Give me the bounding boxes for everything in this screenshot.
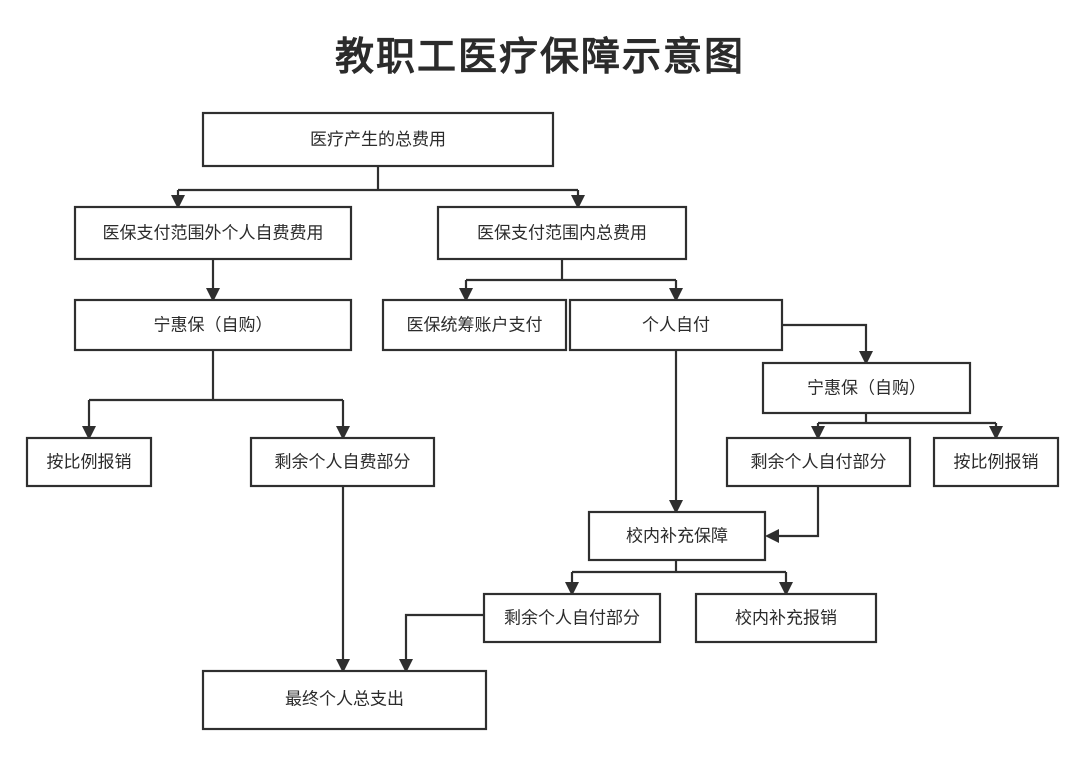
node-label-remaining-selfpay-1: 剩余个人自付部分 [751,452,887,471]
arrowhead-campus-supplement-side [765,529,779,543]
node-label-campus-reimburse: 校内补充报销 [735,608,837,627]
node-final-total[interactable]: 最终个人总支出 [201,669,488,731]
node-remaining-selfpay-2[interactable]: 剩余个人自付部分 [482,592,662,644]
page-title: 教职工医疗保障示意图 [334,36,745,79]
node-in-scope[interactable]: 医保支付范围内总费用 [436,205,688,261]
edge-remaining-selfpay2-to-final [404,613,484,664]
connectors-group [82,166,1003,673]
arrowhead-ninghuibao-left [206,288,220,302]
node-proportional-right[interactable]: 按比例报销 [932,436,1060,488]
node-proportional-left[interactable]: 按比例报销 [25,436,153,488]
arrowhead-remaining-selfpay-2 [565,582,579,596]
node-label-proportional-right: 按比例报销 [954,452,1039,471]
arrowhead-final-total-left [336,659,350,673]
arrowhead-out-of-scope [171,195,185,209]
node-label-in-scope: 医保支付范围内总费用 [477,223,647,242]
edge-selfpay-to-ninghuibao-right [782,323,868,356]
node-label-campus-supplement: 校内补充保障 [626,526,728,545]
node-out-of-scope[interactable]: 医保支付范围外个人自费费用 [73,205,353,261]
edge-ninghuibao-left-split [87,350,345,431]
arrowhead-remaining-selfpay-1 [811,426,825,440]
node-label-self-pay: 个人自付 [642,315,710,334]
node-label-ninghuibao-left: 宁惠保（自购） [154,315,273,334]
node-self-pay[interactable]: 个人自付 [568,298,784,352]
edge-campus-supplement-split [570,560,788,587]
arrowhead-remaining-selfcost [336,426,350,440]
node-ninghuibao-left[interactable]: 宁惠保（自购） [73,298,353,352]
nodes-group: 医疗产生的总费用 医保支付范围外个人自费费用 医保支付范围内总费用 宁惠保（自购… [25,111,1060,731]
arrowhead-campus-supplement [669,500,683,514]
node-label-final-total: 最终个人总支出 [285,689,404,708]
node-label-proportional-left: 按比例报销 [47,452,132,471]
node-campus-reimburse[interactable]: 校内补充报销 [694,592,878,644]
arrowhead-in-scope [571,195,585,209]
arrowhead-self-pay [669,288,683,302]
node-ninghuibao-right[interactable]: 宁惠保（自购） [761,361,972,415]
node-pooled-account[interactable]: 医保统筹账户支付 [381,298,568,352]
node-label-total-cost: 医疗产生的总费用 [310,130,446,149]
edge-total-to-split [176,166,580,200]
arrowhead-final-total-right [399,659,413,673]
node-label-ninghuibao-right: 宁惠保（自购） [807,378,926,397]
node-remaining-selfpay-1[interactable]: 剩余个人自付部分 [725,436,912,488]
node-label-remaining-selfpay-2: 剩余个人自付部分 [504,608,640,627]
arrowhead-pooled-account [459,288,473,302]
arrowhead-proportional-right [989,426,1003,440]
node-campus-supplement[interactable]: 校内补充保障 [587,510,767,562]
edge-remaining-selfpay1-to-campus [774,486,820,538]
arrowhead-proportional-left [82,426,96,440]
arrowhead-campus-reimburse [779,582,793,596]
edge-inscope-to-split [464,259,678,293]
node-label-remaining-selfcost: 剩余个人自费部分 [275,452,411,471]
node-label-out-of-scope: 医保支付范围外个人自费费用 [103,223,324,242]
node-label-pooled-account: 医保统筹账户支付 [407,315,543,334]
node-remaining-selfcost[interactable]: 剩余个人自费部分 [249,436,436,488]
arrowhead-ninghuibao-right [859,351,873,365]
node-total-cost[interactable]: 医疗产生的总费用 [201,111,555,168]
edge-ninghuibao-right-split [816,413,998,431]
